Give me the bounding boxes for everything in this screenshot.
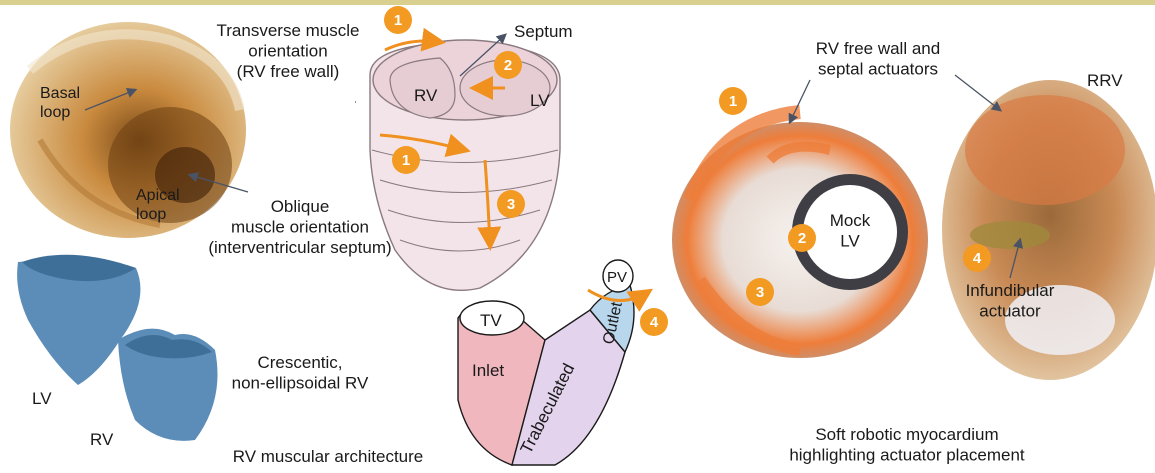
rv-architecture-caption: RV muscular architecture <box>233 447 424 466</box>
rrv-photo <box>942 80 1155 380</box>
robot-badge-2: 2 <box>788 224 816 252</box>
rrv-label: RRV <box>1087 71 1123 90</box>
heart-lv-label: LV <box>530 91 550 110</box>
heart-badge-1-top: 1 <box>384 6 412 34</box>
crescentic-rv-label: Crescentic,non-ellipsoidal RV <box>232 353 369 392</box>
robot-badge-4: 4 <box>963 244 991 272</box>
robot-badge-3: 3 <box>746 278 774 306</box>
svg-text:2: 2 <box>504 57 512 74</box>
heart-badge-2: 2 <box>494 51 522 79</box>
svg-text:3: 3 <box>507 196 515 213</box>
svg-text:2: 2 <box>798 230 806 247</box>
svg-text:4: 4 <box>650 314 659 331</box>
heart-septum-label: Septum <box>514 22 573 41</box>
svg-text:4: 4 <box>973 250 982 267</box>
svg-text:1: 1 <box>402 152 410 169</box>
robot-badge-1: 1 <box>719 87 747 115</box>
heart-badge-3: 3 <box>497 190 525 218</box>
svg-text:3: 3 <box>756 284 764 301</box>
heart-rv-label: RV <box>414 86 438 105</box>
segments-badge-4: 4 <box>640 308 668 336</box>
tv-label: TV <box>480 311 502 330</box>
lv-model-label: LV <box>32 389 52 408</box>
svg-text:1: 1 <box>394 12 402 29</box>
rv-model-label: RV <box>90 430 114 449</box>
inlet-label: Inlet <box>472 361 504 380</box>
rv-3d-model <box>118 329 218 441</box>
pv-label: PV <box>607 269 627 286</box>
free-wall-pointer-right <box>955 75 1000 110</box>
svg-text:1: 1 <box>729 93 737 110</box>
muscle-specimen-image <box>10 22 246 238</box>
heart-badge-1-front: 1 <box>392 146 420 174</box>
